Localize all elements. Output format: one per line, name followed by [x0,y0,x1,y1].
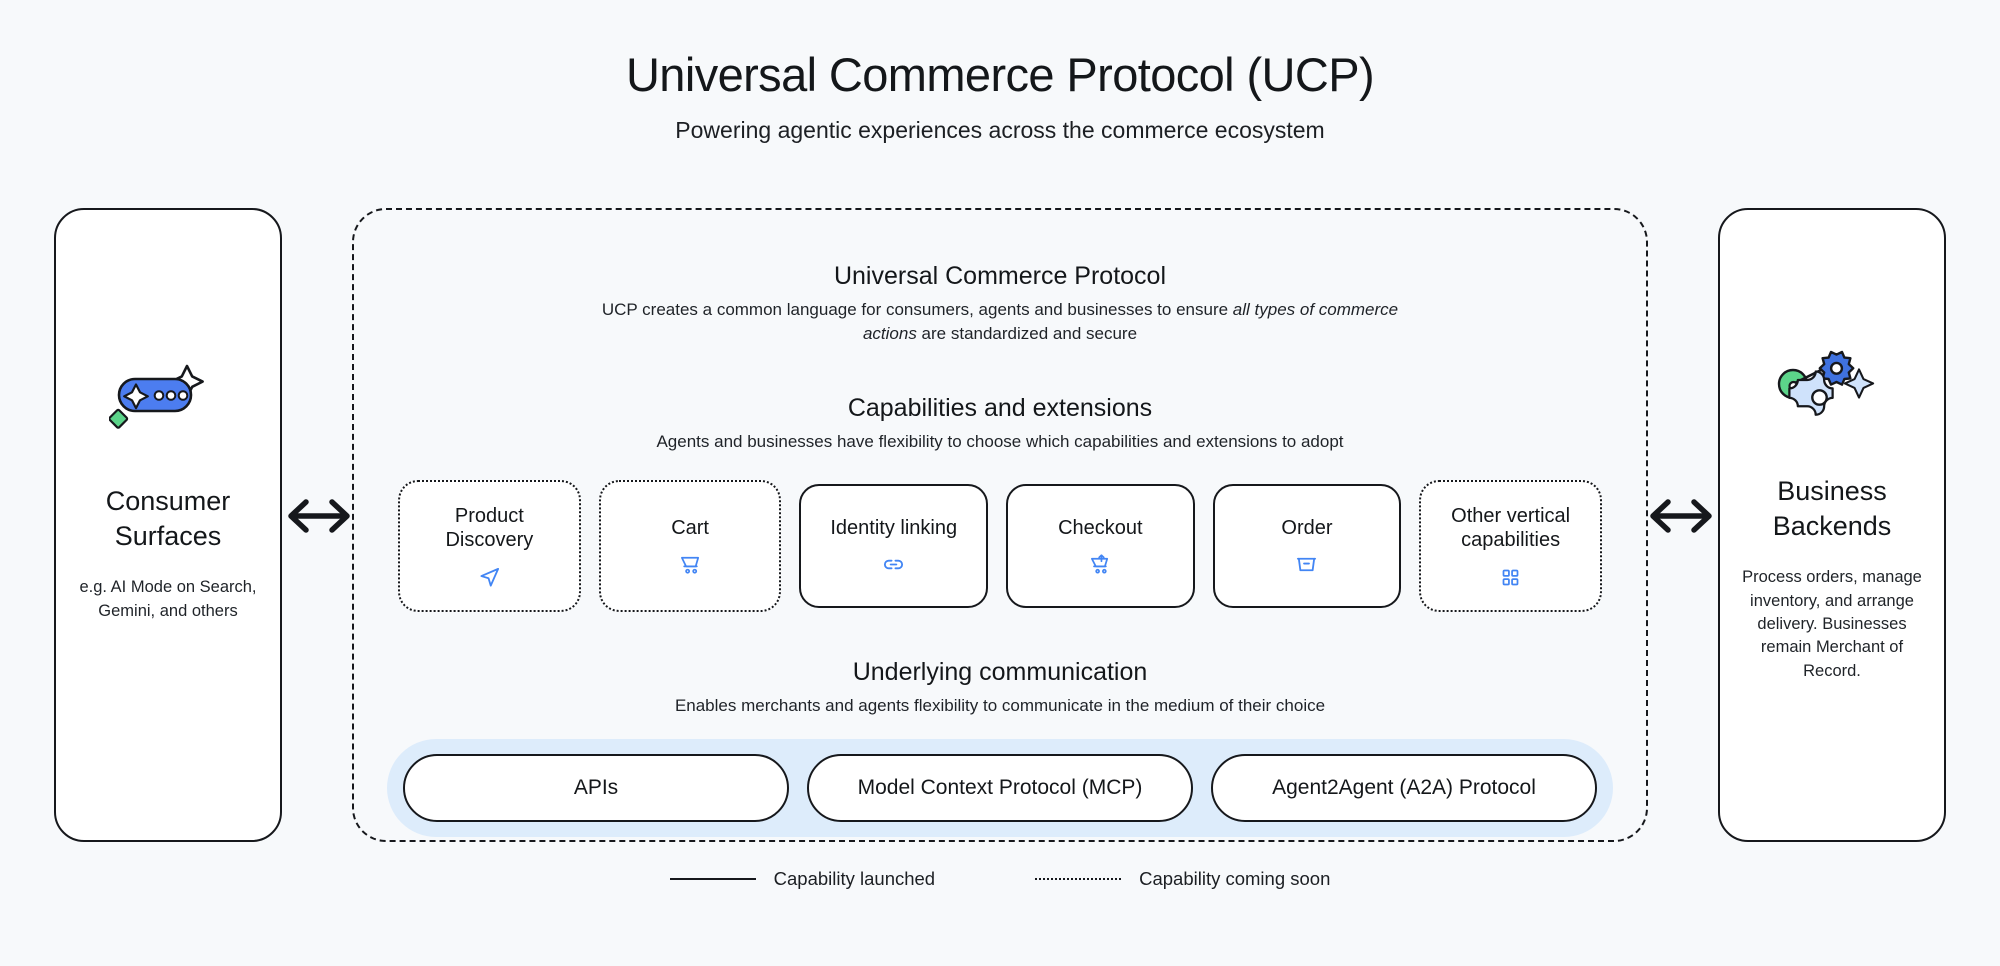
navigation-arrow-icon [478,565,501,589]
business-panel-description: Process orders, manage inventory, and ar… [1742,568,1922,680]
consumer-surfaces-panel: Consumer Surfaces e.g. AI Mode on Search… [54,208,282,842]
capability-label: Order [1281,516,1333,539]
business-panel-title: Business Backends [1772,476,1892,542]
bidirectional-arrow-icon [1648,496,1714,536]
capabilities-heading: Capabilities and extensions [847,394,1153,423]
capability-label: Product Discovery [445,504,534,552]
capabilities-row: Product Discovery Cart [380,480,1620,613]
capability-card-checkout[interactable]: Checkout [1006,484,1195,609]
legend: Capability launched Capability coming so… [0,868,2000,890]
cart-checkout-icon [1089,553,1112,577]
protocol-pill-mcp[interactable]: Model Context Protocol (MCP) [807,753,1193,822]
page-subtitle: Powering agentic experiences across the … [675,117,1325,144]
page-header: Universal Commerce Protocol (UCP) Poweri… [0,48,2000,144]
ucp-heading: Universal Commerce Protocol [833,262,1167,290]
legend-coming-soon-label: Capability coming soon [1139,868,1331,889]
solid-line-swatch [669,878,756,880]
consumer-panel-description: e.g. AI Mode on Search, Gemini, and othe… [79,578,257,620]
legend-item-coming-soon: Capability coming soon [1035,868,1330,890]
ucp-blurb-prefix: UCP creates a common language for consum… [601,300,1233,319]
link-icon [882,553,905,577]
capability-card-cart[interactable]: Cart [598,480,782,613]
protocol-pill-a2a[interactable]: Agent2Agent (A2A) Protocol [1211,753,1597,822]
shopping-cart-icon [679,553,702,577]
ucp-container: Universal Commerce Protocol UCP creates … [352,208,1648,842]
ai-chat-sparkle-icon [109,356,227,440]
legend-launched-label: Capability launched [773,868,936,889]
page-title: Universal Commerce Protocol (UCP) [625,48,1375,101]
capability-label: Cart [671,516,709,539]
package-box-icon [1295,553,1318,577]
legend-item-launched: Capability launched [669,868,936,890]
communication-subheading: Enables merchants and agents flexibility… [674,696,1326,716]
capability-card-identity-linking[interactable]: Identity linking [799,484,989,609]
consumer-panel-title: Consumer Surfaces [105,486,231,552]
capability-card-product-discovery[interactable]: Product Discovery [397,480,581,613]
communication-heading: Underlying communication [852,658,1148,687]
gears-sparkle-icon [1773,350,1891,434]
communication-band: APIs Model Context Protocol (MCP) Agent2… [387,738,1613,837]
capability-card-other-vertical[interactable]: Other vertical capabilities [1419,480,1603,613]
bidirectional-arrow-icon [286,496,352,536]
dotted-line-swatch [1035,878,1122,880]
ucp-blurb: UCP creates a common language for consum… [585,298,1415,346]
protocol-pill-apis[interactable]: APIs [403,753,789,822]
capability-label: Checkout [1058,516,1143,539]
capability-label: Identity linking [830,516,958,539]
capability-card-order[interactable]: Order [1212,484,1402,609]
capabilities-subheading: Agents and businesses have flexibility t… [656,432,1344,452]
capability-label: Other vertical capabilities [1451,504,1571,552]
ucp-blurb-suffix: are standardized and secure [916,324,1138,344]
grid-dots-icon [1500,565,1521,589]
business-backends-panel: Business Backends Process orders, manage… [1718,208,1946,842]
ucp-blurb-emphasis: all types of commerce actions [862,300,1399,344]
